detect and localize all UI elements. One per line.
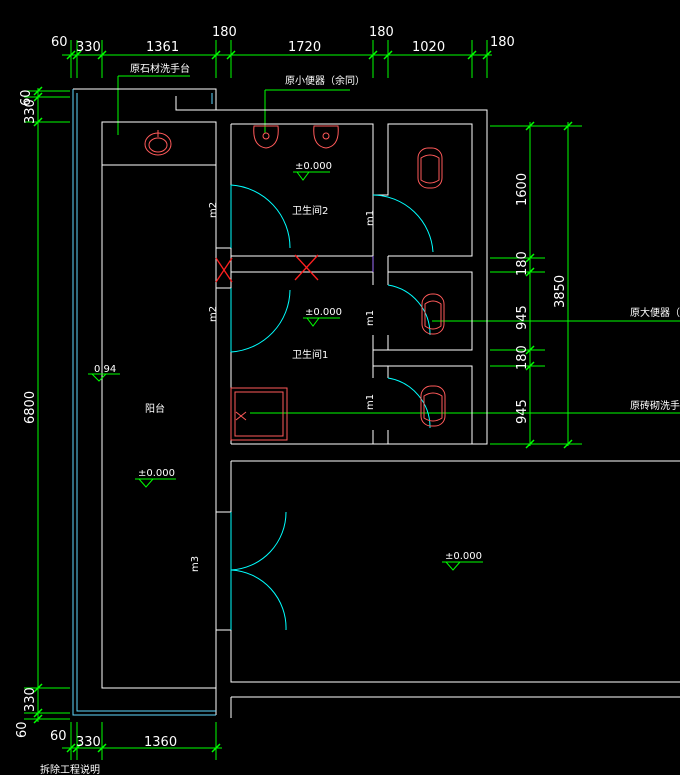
toilet-icon-1 bbox=[417, 147, 443, 189]
dim-right-3: 180 bbox=[515, 345, 530, 370]
dim-right-2: 945 bbox=[515, 305, 530, 330]
label-toilet: 原大便器（余 bbox=[630, 306, 680, 319]
dim-left-0: 60 bbox=[19, 89, 34, 106]
dim-top-5: 180 bbox=[369, 25, 394, 40]
dim-bottom-0: 60 bbox=[50, 729, 67, 744]
level-text-2: ±0.000 bbox=[305, 307, 342, 318]
label-sink-counter: 原石材洗手台 bbox=[130, 62, 190, 75]
dim-top-6: 1020 bbox=[412, 40, 445, 55]
door-label-m1b: m1 bbox=[365, 310, 376, 326]
dim-right-0: 1600 bbox=[515, 173, 530, 206]
level-text-1: ±0.000 bbox=[295, 161, 332, 172]
sink-icon bbox=[144, 130, 172, 156]
door-label-m1a: m1 bbox=[365, 210, 376, 226]
left-dimensions: 60 330 6800 330 60 bbox=[15, 89, 38, 738]
door-label-m2a: m2 bbox=[208, 202, 219, 218]
label-basin: 原砖砌洗手 bbox=[630, 399, 680, 412]
door-labels: m2 m2 m1 m1 m1 m3 bbox=[190, 202, 376, 572]
removal-markers bbox=[215, 254, 319, 283]
label-restroom2: 卫生间2 bbox=[292, 204, 328, 217]
dim-left-1: 330 bbox=[23, 99, 38, 124]
top-dimensions: 60 330 1361 180 1720 180 1020 180 bbox=[51, 25, 515, 55]
dim-top-1: 330 bbox=[76, 40, 101, 55]
level-markers bbox=[88, 171, 483, 571]
label-restroom1: 卫生间1 bbox=[292, 348, 328, 361]
bottom-dimensions: 60 330 1360 bbox=[50, 729, 177, 750]
urinal-icon-2 bbox=[313, 125, 339, 149]
fixtures bbox=[144, 125, 446, 441]
dim-top-2: 1361 bbox=[146, 40, 179, 55]
dim-left-4: 60 bbox=[15, 721, 30, 738]
label-balcony: 阳台 bbox=[145, 402, 165, 415]
label-urinal: 原小便器（余同） bbox=[285, 74, 365, 87]
doors bbox=[230, 184, 434, 631]
dim-left-3: 330 bbox=[23, 687, 38, 712]
dim-right-1: 180 bbox=[515, 251, 530, 276]
toilet-icon-2 bbox=[421, 293, 445, 335]
dim-bottom-2: 1360 bbox=[144, 735, 177, 750]
dim-bottom-1: 330 bbox=[76, 735, 101, 750]
urinal-icon bbox=[253, 125, 279, 149]
dim-top-4: 1720 bbox=[288, 40, 321, 55]
dimension-lines bbox=[24, 40, 680, 760]
door-label-m1c: m1 bbox=[365, 394, 376, 410]
label-title-bottom: 拆除工程说明 bbox=[40, 763, 100, 775]
level-text-slope: 0.94 bbox=[94, 364, 116, 375]
dim-left-2: 6800 bbox=[23, 391, 38, 424]
annotations: 原石材洗手台 原小便器（余同） 原大便器（余 原砖砌洗手 卫生间2 卫生间1 阳… bbox=[40, 62, 680, 775]
door-label-m3: m3 bbox=[190, 556, 201, 572]
level-text-3: ±0.000 bbox=[138, 468, 175, 479]
level-text-4: ±0.000 bbox=[445, 551, 482, 562]
dim-top-3: 180 bbox=[212, 25, 237, 40]
level-texts: ±0.000 ±0.000 ±0.000 ±0.000 0.94 bbox=[94, 161, 482, 562]
right-dimensions: 1600 180 945 180 945 3850 bbox=[515, 173, 568, 424]
dim-right-total: 3850 bbox=[553, 275, 568, 308]
dim-top-7: 180 bbox=[490, 35, 515, 50]
balcony-rail bbox=[72, 89, 216, 716]
toilet-icon-3 bbox=[420, 385, 446, 427]
basin-icon bbox=[230, 387, 288, 441]
dim-top-0: 60 bbox=[51, 35, 68, 50]
dim-right-4: 945 bbox=[515, 399, 530, 424]
door-label-m2b: m2 bbox=[208, 306, 219, 322]
